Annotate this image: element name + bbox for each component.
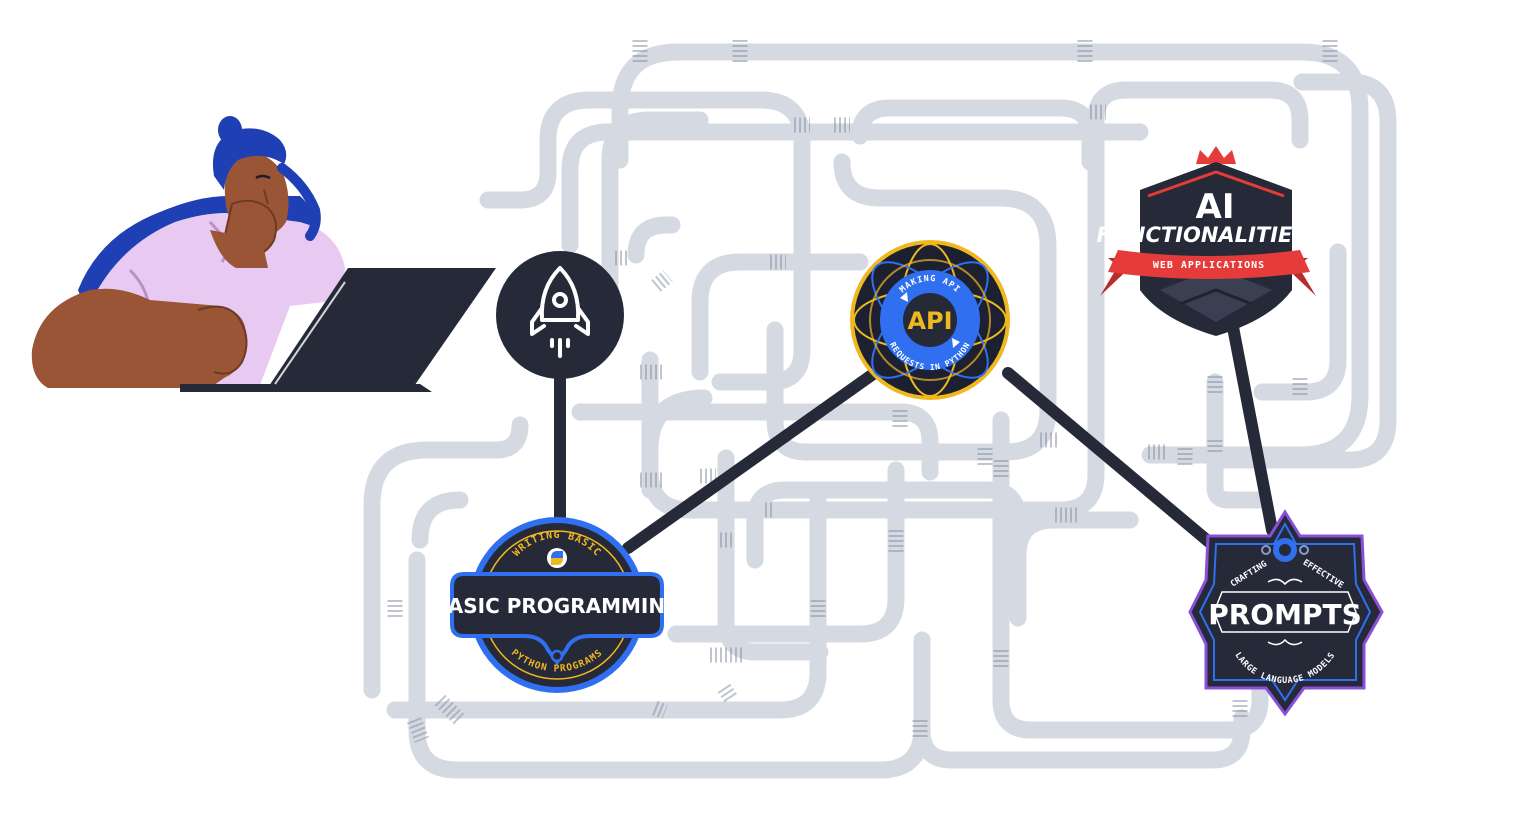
brain-chip-icon xyxy=(1261,538,1309,562)
basic-programming-badge[interactable]: WRITING BASIC BASIC PROGRAMMING PYTHON P… xyxy=(433,517,682,693)
maze-paths xyxy=(363,43,1397,779)
ai-title-line2: FUNCTIONALITIES xyxy=(1096,223,1307,247)
prompts-badge[interactable]: CRAFTING EFFECTIVE PROMPTS LARGE LANGUAG… xyxy=(1188,509,1384,717)
connectors xyxy=(554,316,1278,554)
api-title: API xyxy=(907,307,952,335)
crown-icon xyxy=(1196,146,1236,164)
connector-ai-prompts xyxy=(1226,316,1278,536)
basic-title: BASIC PROGRAMMING xyxy=(433,594,682,618)
api-badge[interactable]: API MAKING API REQUESTS IN PYTHON xyxy=(850,240,1010,400)
refresh-arrow-icon xyxy=(900,292,960,348)
rocket-icon xyxy=(530,266,590,358)
prompts-title: PROMPTS xyxy=(1208,598,1362,631)
ai-ribbon-text: WEB APPLICATIONS xyxy=(1153,260,1265,271)
ai-functionalities-badge[interactable]: AI FUNCTIONALITIES WEB APPLICATIONS xyxy=(1096,146,1316,336)
rocket-node[interactable] xyxy=(496,251,624,379)
ornament-flourish xyxy=(1267,578,1303,646)
ai-title-line1: AI xyxy=(1196,187,1235,227)
connector-api-prompts xyxy=(1002,367,1221,553)
python-icon xyxy=(547,548,567,568)
ai-ribbon xyxy=(1100,250,1316,296)
connector-basic-api xyxy=(622,366,882,554)
maze-crossings xyxy=(387,40,1338,743)
person-illustration xyxy=(31,116,496,392)
